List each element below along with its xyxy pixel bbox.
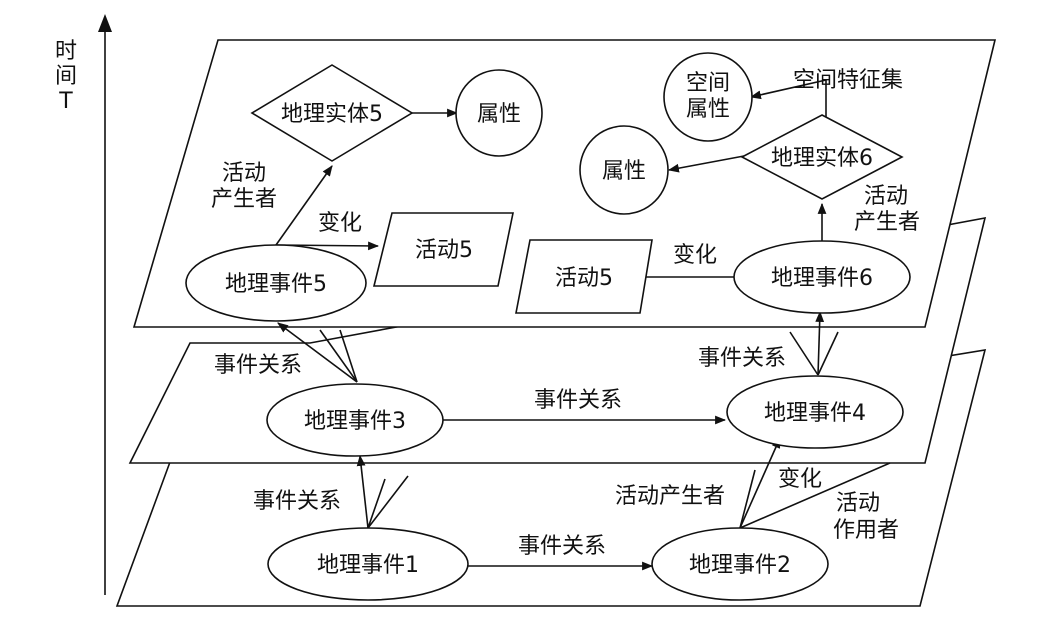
activity5-left-node: [372, 212, 514, 287]
relation-4-6-tick-a: [789, 331, 819, 376]
relation-3-5-tick-a: [319, 329, 358, 383]
activity5-right-node: [515, 239, 653, 314]
producer5-arrow: [275, 165, 333, 246]
attribute5-label: 属性: [477, 102, 521, 127]
attribute5-node: [455, 69, 543, 157]
event3-node: [266, 383, 444, 457]
relation-4-6-tick-b: [817, 331, 839, 376]
relation-1-3-tick-b: [367, 475, 409, 529]
change5-label: 变化: [318, 211, 362, 236]
change6-label: 变化: [673, 243, 717, 268]
entity6-label: 地理实体6: [771, 146, 873, 171]
event1-node: [267, 527, 469, 601]
attribute6-node: [579, 125, 669, 215]
producer-2-4-label: 活动产生者: [615, 484, 725, 509]
entity5-node: [250, 64, 414, 162]
relation-3-5-label: 事件关系: [214, 353, 302, 378]
relation-3-5-arrow: [277, 322, 358, 383]
attribute6-label: 属性: [602, 159, 646, 184]
relation-1-3-tick-a: [367, 478, 386, 529]
actor-2-4-line: [739, 462, 891, 529]
spatial-feature-arrow: [749, 79, 827, 100]
event6-label: 地理事件6: [771, 266, 873, 291]
activity5-right-label: 活动5: [555, 266, 613, 291]
relation-4-6-arrow: [815, 310, 825, 376]
producer-2-4-line: [739, 469, 756, 529]
relation-3-5-tick-b: [339, 329, 358, 383]
spatial-feature-set-label: 空间特征集: [793, 68, 903, 93]
producer6-label-1: 活动: [864, 184, 908, 209]
producer6-label-2: 产生者: [854, 210, 920, 235]
entity6-node: [740, 114, 904, 200]
activity5-left-label: 活动5: [415, 238, 473, 263]
time-axis-label-3: T: [58, 89, 73, 114]
spatial-attribute-label-1: 空间: [686, 71, 730, 96]
actor-label-1: 活动: [836, 491, 880, 516]
relation-1-3-arrow: [356, 454, 369, 529]
entity6-attribute-arrow: [667, 155, 745, 173]
relation-1-2-label: 事件关系: [518, 534, 606, 559]
change-2-4-label: 变化: [778, 467, 822, 492]
time-axis-label-1: 时: [55, 39, 77, 64]
time-axis-label-2: 间: [55, 64, 77, 89]
event4-label: 地理事件4: [764, 401, 866, 426]
event2-label: 地理事件2: [689, 553, 791, 578]
relation-3-4-label: 事件关系: [534, 388, 622, 413]
producer5-label-1: 活动: [222, 161, 266, 186]
event2-node: [651, 527, 829, 601]
spatial-attribute-label-2: 属性: [686, 97, 730, 122]
producer5-label-2: 产生者: [211, 187, 277, 212]
event1-label: 地理事件1: [317, 553, 419, 578]
event4-node: [726, 375, 904, 449]
event5-label: 地理事件5: [225, 272, 327, 297]
event3-label: 地理事件3: [304, 409, 406, 434]
event5-node: [185, 244, 367, 322]
producer-2-4-arrow: [739, 436, 781, 529]
relation-1-3-label: 事件关系: [253, 489, 341, 514]
spatial-attribute-node: [663, 52, 753, 142]
relation-4-6-label: 事件关系: [698, 346, 786, 371]
actor-label-2: 作用者: [833, 518, 899, 543]
event6-node: [733, 240, 911, 314]
entity5-label: 地理实体5: [281, 102, 383, 127]
time-axis-arrowhead: [98, 14, 112, 32]
